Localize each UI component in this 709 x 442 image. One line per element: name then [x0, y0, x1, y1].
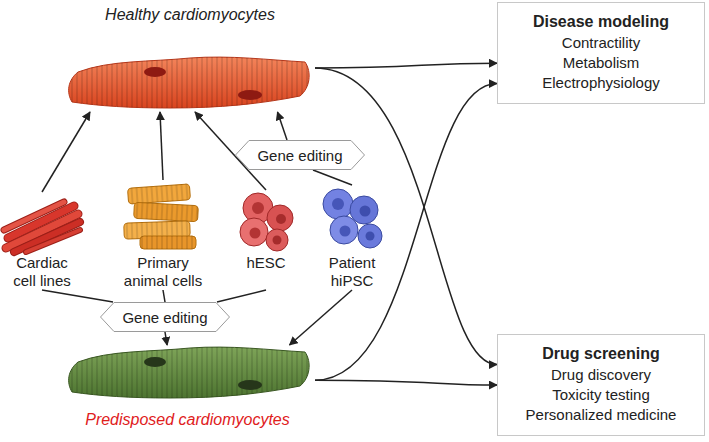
node-item: Electrophysiology: [506, 73, 696, 93]
cardiac-fibres: [4, 202, 80, 252]
arrow-connector: [278, 112, 288, 140]
hesc-cells: [240, 193, 293, 251]
node-label: Predisposed cardiomyocytes: [82, 411, 293, 429]
arrow-connector: [313, 170, 352, 185]
node-label: Patient hiPSC: [322, 254, 382, 290]
hexagon-shape: [101, 303, 230, 332]
node-label: Primary animal cells: [118, 254, 208, 290]
gene-editing-tag: Gene editing: [235, 140, 365, 170]
hipsc-cells: [323, 189, 382, 248]
arrow-connector: [315, 380, 497, 385]
application-box: Drug screeningDrug discoveryToxicity tes…: [497, 334, 705, 436]
arrow-connector: [290, 290, 353, 345]
node-label: Cardiac cell lines: [6, 254, 78, 290]
arrow-connector: [217, 290, 266, 302]
source-cells: Cardiac cell lines: [2, 192, 82, 290]
arrow-connector: [160, 112, 163, 180]
source-cells: Primary animal cells: [118, 180, 208, 290]
node-label: hESC: [246, 254, 285, 290]
node-label: Drug screening: [506, 343, 696, 365]
node-label: Gene editing: [257, 147, 342, 164]
hexagon-shape: [236, 141, 365, 170]
predisposed-cell: [69, 347, 310, 398]
source-cells: hESC: [236, 190, 296, 290]
primary-cells: [124, 184, 199, 249]
node-item: Toxicity testing: [506, 385, 696, 405]
arrow-connector: [42, 290, 113, 302]
healthy-cardiomyocyte: Healthy cardiomyocytes: [65, 2, 315, 112]
node-label: Disease modeling: [506, 11, 696, 33]
gene-editing-tag: Gene editing: [100, 302, 230, 332]
healthy-cell: [69, 57, 310, 108]
node-item: Metabolism: [506, 53, 696, 73]
arrow-connector: [42, 112, 90, 192]
node-item: Drug discovery: [506, 365, 696, 385]
arrow-connector: [165, 332, 167, 345]
arrow-connector: [315, 68, 497, 365]
source-cells: Patient hiPSC: [318, 185, 386, 290]
arrow-connector: [163, 290, 165, 302]
arrow-connector: [315, 63, 497, 68]
node-item: Personalized medicine: [506, 405, 696, 425]
node-label: Gene editing: [122, 309, 207, 326]
node-item: Contractility: [506, 33, 696, 53]
node-label: Healthy cardiomyocytes: [102, 6, 278, 24]
predisposed-cardiomyocyte: Predisposed cardiomyocytes: [60, 345, 315, 433]
application-box: Disease modelingContractilityMetabolismE…: [497, 2, 705, 104]
arrow-connector: [315, 84, 497, 381]
